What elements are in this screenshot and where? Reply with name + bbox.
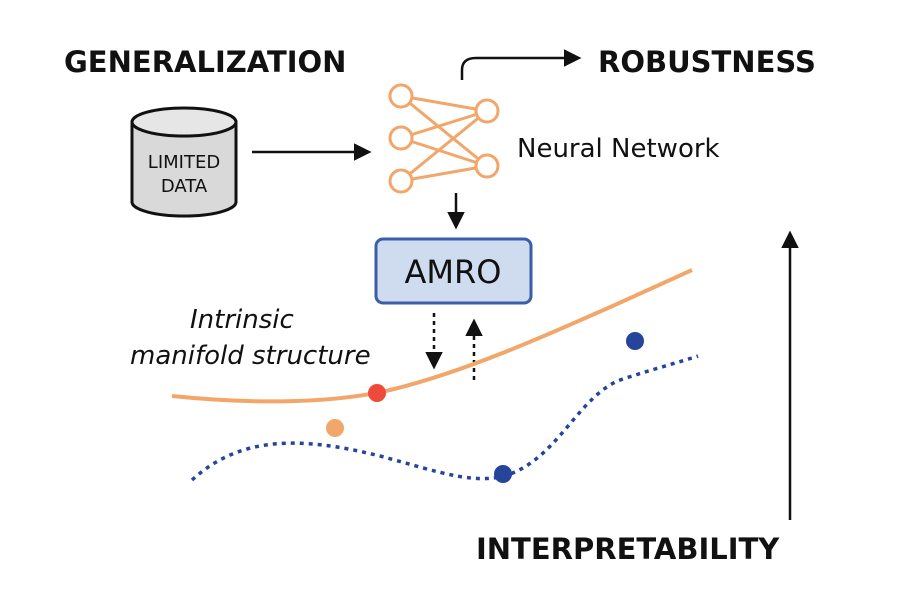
interpretability-label: INTERPRETABILITY <box>476 532 780 566</box>
manifold-label-line1: Intrinsic <box>190 305 294 335</box>
orange-manifold-curve <box>171 268 693 404</box>
red-point <box>368 384 386 402</box>
neural-network-icon <box>388 83 500 194</box>
network-to-robustness-arrow <box>460 49 582 80</box>
manifold-label-line2: manifold structure <box>130 341 371 371</box>
generalization-label: GENERALIZATION <box>64 45 346 79</box>
amro-label: AMRO <box>405 253 502 291</box>
blue-point-bottom <box>494 465 512 483</box>
database-cylinder-icon: LIMITED DATA <box>130 106 238 218</box>
robustness-label: ROBUSTNESS <box>598 45 816 79</box>
amro-box: AMRO <box>374 237 533 305</box>
blue-point-top <box>626 332 644 350</box>
orange-point <box>326 419 344 437</box>
data-label: DATA <box>161 176 208 197</box>
limited-label: LIMITED <box>148 152 220 173</box>
neural-network-label: Neural Network <box>517 134 720 164</box>
